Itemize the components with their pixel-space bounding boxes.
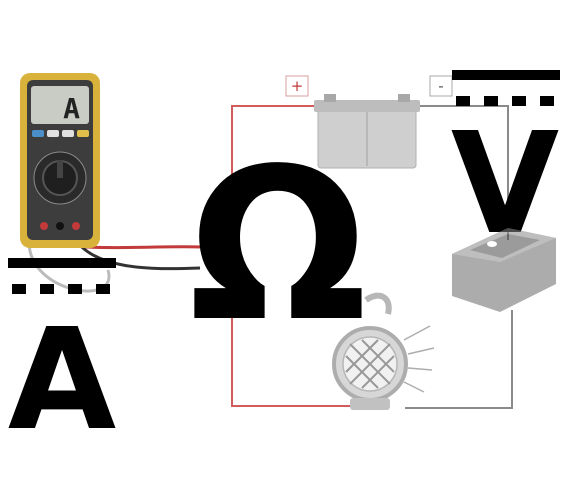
ampere-symbol: A (8, 258, 116, 462)
ampere-letter: A (8, 299, 116, 462)
meter-button-3[interactable] (62, 130, 74, 137)
multimeter-display: A (63, 92, 80, 125)
battery-terminal-negative (398, 94, 410, 102)
switch-indicator (487, 241, 497, 247)
meter-button-1[interactable] (32, 130, 44, 137)
ampere-dash-4 (96, 284, 110, 294)
ampere-dash-3 (68, 284, 82, 294)
meter-dial-pointer (57, 160, 63, 178)
ampere-overline (8, 258, 116, 268)
negative-label: - (438, 77, 443, 95)
lamp-rays (403, 325, 435, 393)
lamp-mount (364, 292, 392, 315)
meter-button-2[interactable] (47, 130, 59, 137)
red-wire-bottom (231, 300, 350, 407)
volt-dash-3 (512, 96, 526, 106)
multimeter-screen (31, 86, 89, 124)
ohm-symbol: Ω (189, 123, 368, 368)
jack-com[interactable] (56, 222, 64, 230)
multimeter: A (20, 73, 100, 248)
work-lamp (332, 292, 435, 410)
volt-overline (452, 70, 560, 80)
positive-label: + (291, 77, 304, 95)
positive-label-box (285, 75, 309, 97)
volt-dash-2 (484, 96, 498, 106)
jack-red[interactable] (40, 222, 48, 230)
jack-v[interactable] (72, 222, 80, 230)
lamp-grille (345, 339, 395, 389)
battery: + - (285, 75, 453, 169)
switch-rocker[interactable] (470, 234, 540, 258)
negative-label-box (429, 75, 453, 97)
meter-button-4[interactable] (77, 130, 89, 137)
lamp-base (350, 398, 390, 410)
battery-terminal-positive (324, 94, 336, 102)
volt-dash-1 (456, 96, 470, 106)
gray-wire-bottom (405, 310, 513, 409)
rocker-switch (452, 228, 556, 312)
ampere-dash-1 (12, 284, 26, 294)
red-wire-top (200, 105, 318, 248)
gray-wire-top (412, 105, 509, 240)
battery-top (314, 100, 420, 112)
ampere-dash-2 (40, 284, 54, 294)
volt-dash-4 (540, 96, 554, 106)
